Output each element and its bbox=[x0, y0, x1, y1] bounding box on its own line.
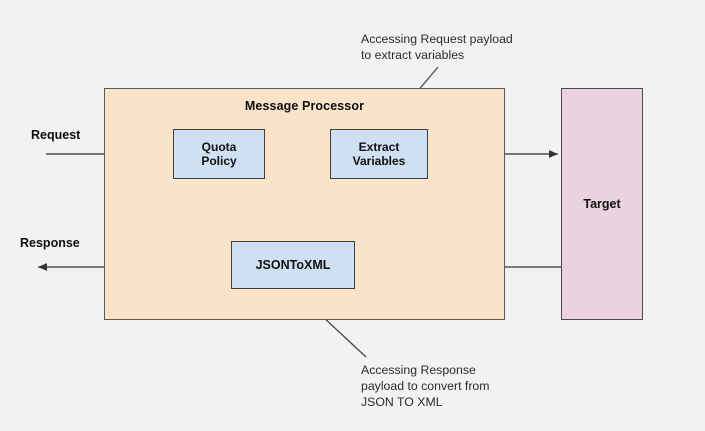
policy-node-jsontoxml[interactable]: JSONToXML bbox=[231, 241, 355, 289]
policy-node-quota[interactable]: Quota Policy bbox=[173, 129, 265, 179]
policy-label-quota-line1: Quota bbox=[201, 139, 237, 154]
policy-node-extract-variables[interactable]: Extract Variables bbox=[330, 129, 428, 179]
flow-label-request: Request bbox=[31, 128, 81, 142]
message-processor-label: Message Processor bbox=[244, 99, 365, 113]
flow-label-response: Response bbox=[20, 236, 80, 250]
policy-label-quota-line2: Policy bbox=[201, 154, 237, 168]
target-label: Target bbox=[583, 196, 621, 211]
policy-label-jsontoxml: JSONToXML bbox=[255, 257, 331, 272]
policy-label-extract-line2: Variables bbox=[352, 154, 406, 168]
policy-label-extract-line1: Extract bbox=[358, 139, 400, 154]
annotation-request-note: Accessing Request payload to extract var… bbox=[361, 32, 513, 63]
policy-label-extract: Extract Variables bbox=[353, 140, 406, 168]
policy-label-quota: Quota Policy bbox=[201, 140, 236, 168]
target-container[interactable]: Target bbox=[561, 88, 643, 320]
annotation-response-note: Accessing Response payload to convert fr… bbox=[361, 363, 490, 410]
